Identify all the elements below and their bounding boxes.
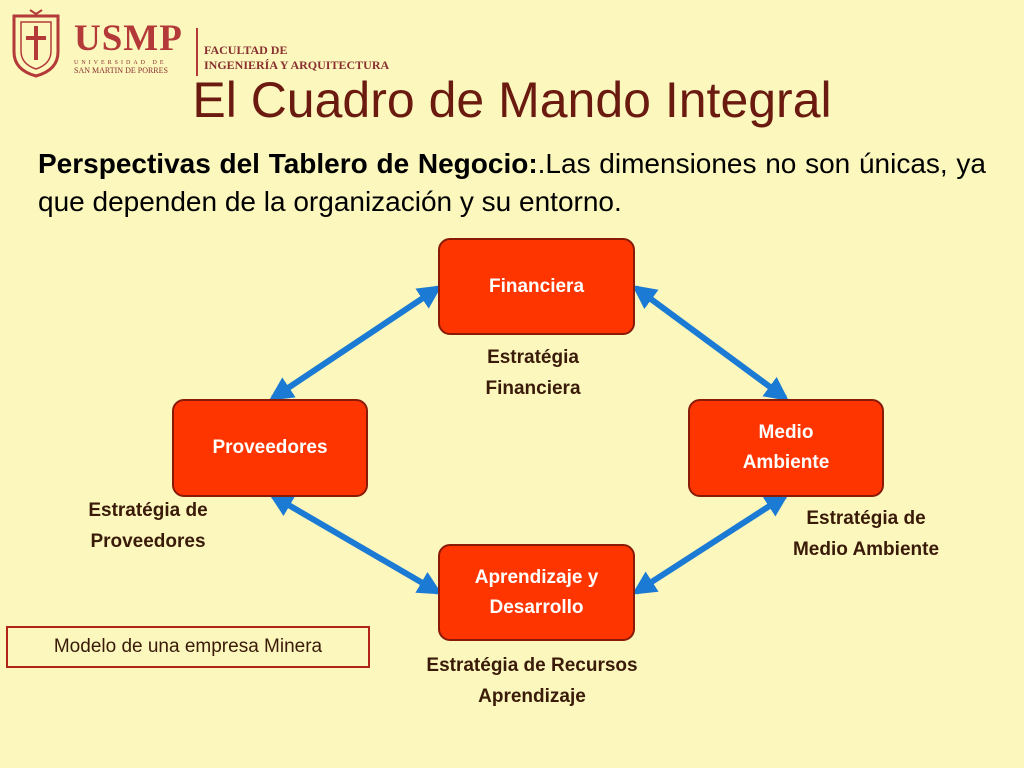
faculty-name: FACULTAD DE INGENIERÍA Y ARQUITECTURA (204, 43, 389, 73)
university-name: UNIVERSIDAD DE SAN MARTIN DE PORRES (74, 60, 198, 75)
university-name-line1: UNIVERSIDAD DE (74, 60, 167, 66)
node-aprendizaje-line2: Desarrollo (489, 596, 584, 618)
label-medio-ambiente-line1: Estratégia de (806, 508, 926, 529)
label-medio-ambiente: Estratégia de Medio Ambiente (756, 503, 976, 565)
label-financiera-line1: Estratégia (487, 347, 579, 368)
label-financiera-line2: Financiera (485, 378, 581, 399)
node-financiera: Financiera (438, 238, 635, 335)
label-aprendizaje: Estratégia de Recursos Aprendizaje (392, 650, 672, 712)
label-proveedores: Estratégia de Proveedores (40, 495, 256, 557)
label-proveedores-line1: Estratégia de (88, 500, 208, 521)
node-proveedores-label: Proveedores (212, 437, 328, 458)
label-proveedores-line2: Proveedores (90, 531, 206, 552)
logo-divider (196, 28, 198, 76)
intro-bold-lead: Perspectivas del Tablero de Negocio: (38, 148, 538, 179)
label-financiera: Estratégia Financiera (430, 342, 636, 404)
arrow-proveedores-aprendizaje (268, 493, 443, 595)
usmp-logo: USMP UNIVERSIDAD DE SAN MARTIN DE PORRES… (10, 8, 400, 80)
model-label-box: Modelo de una empresa Minera (6, 626, 370, 668)
label-aprendizaje-line2: Aprendizaje (478, 686, 586, 707)
node-medio-ambiente-line1: Medio (758, 422, 814, 443)
node-aprendizaje: Aprendizaje y Desarrollo (438, 544, 635, 641)
arrow-financiera-proveedores (269, 285, 442, 401)
usmp-wordmark: USMP (74, 18, 183, 59)
university-seal-icon (12, 9, 60, 78)
faculty-line1: FACULTAD DE (204, 43, 288, 57)
intro-text: .Las dimensiones no son únicas, ya que d… (38, 148, 986, 217)
node-medio-ambiente: Medio Ambiente (688, 399, 884, 497)
label-medio-ambiente-line2: Medio Ambiente (792, 539, 940, 560)
arrow-financiera-medio-ambiente (632, 285, 789, 401)
arrow-medio-ambiente-aprendizaje (631, 493, 790, 595)
intro-paragraph: Perspectivas del Tablero de Negocio:.Las… (38, 145, 986, 221)
label-aprendizaje-line1: Estratégia de Recursos (426, 655, 638, 676)
node-financiera-label: Financiera (488, 275, 585, 297)
node-proveedores: Proveedores (172, 399, 368, 497)
node-medio-ambiente-line2: Ambiente (742, 452, 830, 473)
university-name-line2: SAN MARTIN DE PORRES (74, 65, 168, 75)
slide-title: El Cuadro de Mando Integral (192, 72, 832, 128)
faculty-line2: INGENIERÍA Y ARQUITECTURA (204, 58, 390, 72)
node-aprendizaje-line1: Aprendizaje y (474, 566, 599, 588)
